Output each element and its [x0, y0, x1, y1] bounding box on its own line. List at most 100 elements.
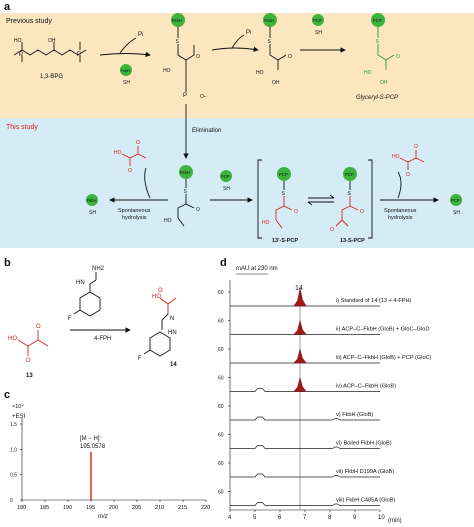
hplc-peak-4 [293, 376, 307, 392]
equilibrium-back-head [307, 201, 313, 206]
pyruvate-product-2: HO O O [392, 144, 425, 178]
hplc-trace-5 [230, 416, 380, 421]
oh-label-2: OH [272, 80, 280, 86]
ms-y-tick-label: 1.0 [10, 447, 17, 453]
sh-label-4: SH [223, 186, 230, 192]
ho-label-4: HO [164, 218, 172, 224]
pcp-sh-reagent-1: PCP SH [312, 14, 324, 36]
hplc-x-tick-label: 9 [353, 515, 357, 521]
elimination-label: Elimination [192, 128, 221, 134]
hydrolysis-curve-2 [397, 171, 402, 199]
ho-label-5: HO [262, 220, 270, 226]
s-label-4: S [184, 189, 188, 195]
s-label-1: S [176, 39, 180, 45]
hplc-x-tick-label: 6 [278, 515, 282, 521]
panel-c-label: c [4, 389, 10, 401]
panel-a-label: a [4, 1, 11, 13]
hydrolysis-curve-1 [144, 167, 151, 199]
pcp-sh-product: PCP SH [450, 194, 462, 216]
ms-mz-value: 195.0578 [80, 444, 106, 450]
ms-x-tick-label: 205 [132, 505, 141, 511]
panel-b-label: b [4, 257, 11, 269]
cmpd-13-s-pcp: PCP S O O 13-S-PCP [330, 167, 365, 244]
s-label-5: S [282, 191, 286, 197]
ms-x-tick-label: 195 [86, 505, 95, 511]
hplc-trace-8 [230, 502, 380, 506]
pi-curve-1 [119, 37, 137, 54]
pi-label-1: Pi [138, 32, 143, 38]
b13-o2: O [36, 324, 41, 330]
o-label-5: O [294, 209, 298, 215]
cmpd-13-structure: HO O O 13 [8, 324, 49, 379]
this-study-title: This study [6, 124, 38, 131]
bpg-structure: HO P P OH 1,3-BPG [13, 38, 87, 80]
bpg-p2-label: P [77, 52, 81, 58]
hplc-trace-label: ii) ACP–C–FkbH (GloB) + GloC–GloD [336, 327, 429, 333]
b14-f: F [138, 356, 142, 362]
hplc-x-tick-label: 5 [253, 515, 257, 521]
sh-label-5: SH [453, 210, 460, 216]
pcp-label-2: PCP [373, 18, 382, 23]
pi-label-2: Pi [246, 30, 251, 36]
hplc-trace-label: i) Standard of 14 (13 + 4-FPH) [336, 298, 412, 304]
hplc-trace-label: iii) ACP–C–FkbH (GloB) + PCP (GloC) [336, 355, 432, 361]
hplc-x-tick-label: 10 [378, 515, 385, 521]
ms-x-tick-label: 220 [201, 505, 210, 511]
fkbh-phospho-intermediate: FkbH S HO O P O− [163, 13, 207, 100]
pcp-label-4: PCP [279, 172, 288, 177]
fkbh-label-4: FkbH [87, 198, 97, 203]
hplc-chromatograms: 4 5 6 7 8 9 10 60 i) Standard of 14 (13 + 4-FPH)… [218, 280, 432, 521]
ms-xlabel: m/z [98, 514, 108, 520]
hplc-trace-label: v) FkbH (GloB) [336, 412, 373, 418]
oh-label-3: OH [380, 80, 388, 86]
pcp-label-6: PCP [451, 198, 460, 203]
fph-hn: HN [76, 280, 85, 286]
pcp-label-5: PCP [345, 172, 354, 177]
b14-n1: N [170, 316, 174, 322]
hplc-trace-label: vi) Boiled FkbH (GloB) [336, 441, 392, 447]
pyr2-o1: O [406, 172, 410, 178]
arrow-intermediate-to-fkbh2 [211, 46, 259, 52]
pyr1-o2: O [136, 140, 140, 146]
fkbh-acrylate-intermediate: FkbH S O HO [164, 165, 200, 227]
bracket-left [257, 159, 262, 239]
hplc-y-tick-label: 60 [218, 404, 224, 410]
o-label-4: O [196, 207, 200, 213]
hplc-x-tick-label: 4 [228, 515, 232, 521]
ho-label-2: HO [256, 70, 264, 76]
ms-x-tick-label: 210 [155, 505, 164, 511]
fkbh-glyceryl-intermediate: FkbH S O HO OH [256, 13, 292, 86]
4-fph-structure: NH2 HN F [68, 266, 105, 322]
hplc-y-tick-label: 60 [218, 376, 224, 382]
hplc-x-tick-label: 7 [303, 515, 307, 521]
ho-label-1: HO [163, 68, 171, 74]
ms-y-tick-label: 0 [10, 498, 13, 504]
cmpd-13-label: 13-S-PCP [340, 238, 365, 244]
hplc-x-tick-label: 8 [328, 515, 332, 521]
s-label-6: S [348, 191, 352, 197]
b13-o1: O [26, 358, 31, 364]
cmpd-13p-label: 13'-S-PCP [272, 238, 298, 244]
ms-y-tick-label: 0.5 [10, 473, 17, 479]
b14-o: O [158, 288, 163, 294]
s-label-3: S [376, 39, 380, 45]
hplc-y-tick-label: 60 [218, 290, 224, 296]
pcp-label-1: PCP [313, 18, 322, 23]
o-label-6: O [360, 209, 364, 215]
fph-nh2: NH2 [92, 266, 105, 272]
fkbh-label-1: FkbH [121, 68, 131, 73]
pyr2-o2: O [414, 144, 418, 150]
hplc-trace-6 [230, 445, 380, 449]
ms-scale-label: ×10⁴ [12, 403, 24, 410]
fkbh-label-5: FkbH [180, 170, 190, 175]
ho-label-3: HO [364, 70, 372, 76]
o-label-7: O [330, 227, 334, 233]
glyceryl-label: Glyceryl-S-PCP [356, 95, 398, 101]
panel-d-label: d [220, 257, 227, 269]
fkbh-label-3: FkbH [264, 18, 274, 23]
hplc-y-tick-label: 60 [218, 490, 224, 496]
bpg-label: 1,3-BPG [40, 74, 63, 80]
pyr2-ho: HO [392, 154, 400, 160]
